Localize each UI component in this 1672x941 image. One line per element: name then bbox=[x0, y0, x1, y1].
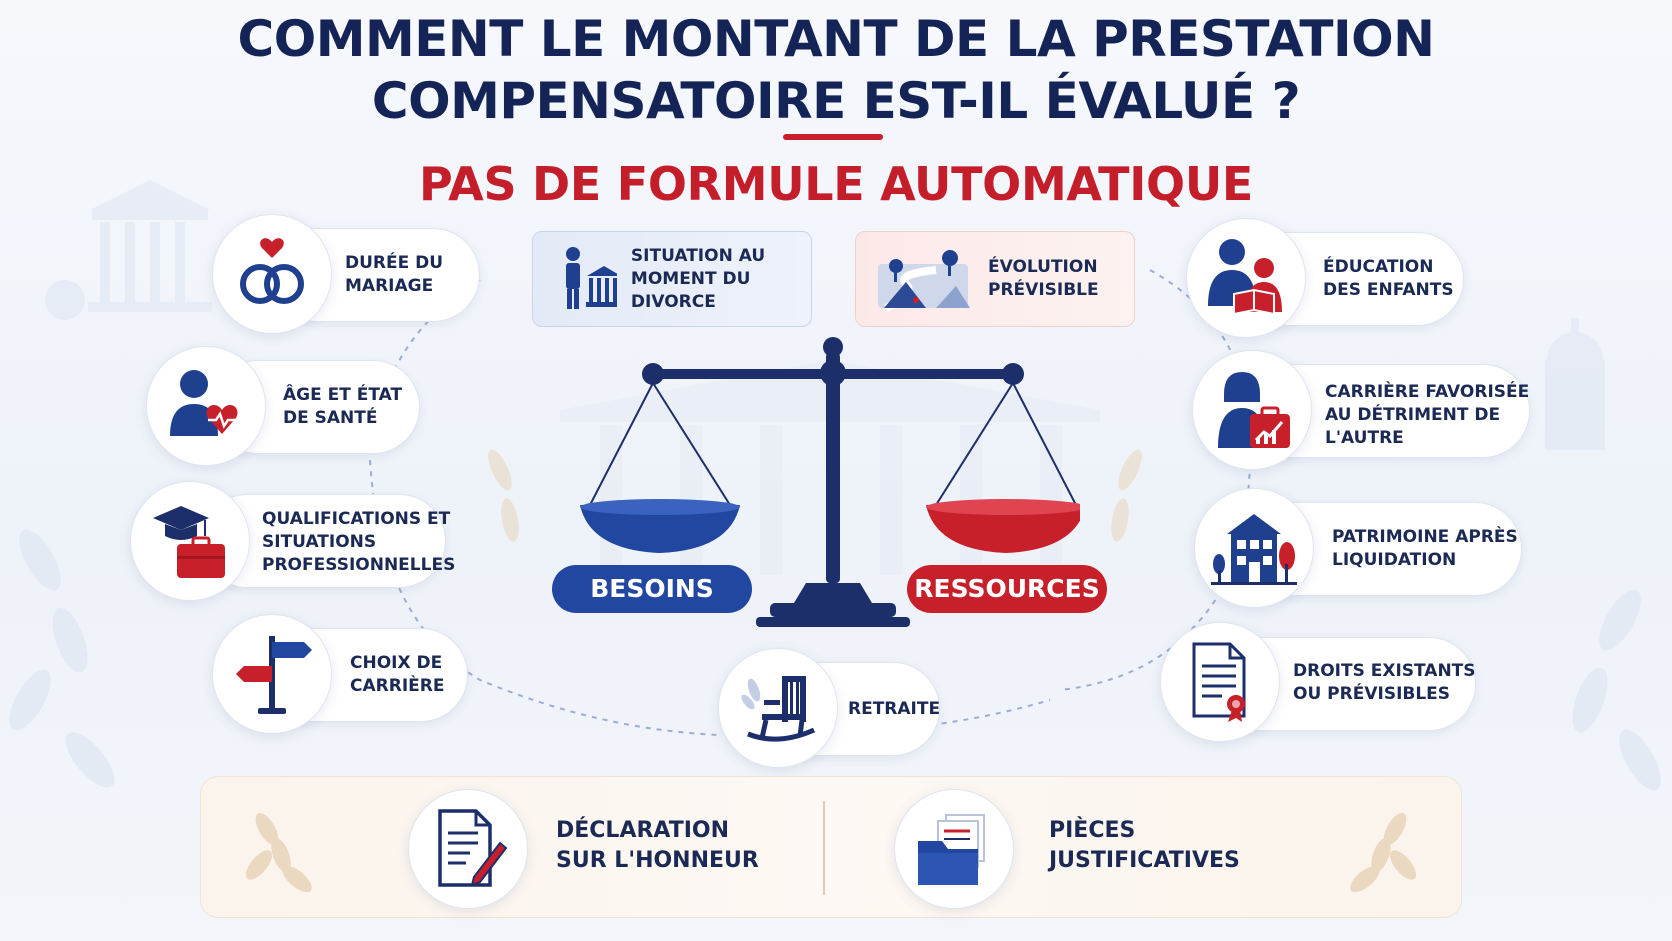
factor-choix-carriere-circle bbox=[212, 614, 332, 734]
pieces-circle bbox=[894, 789, 1014, 909]
signpost-icon bbox=[236, 636, 312, 714]
factor-education-circle bbox=[1186, 218, 1306, 338]
factor-choix-carriere-label: CHOIX DE CARRIÈRE bbox=[350, 653, 445, 696]
wedding-rings-icon bbox=[240, 238, 304, 304]
factor-carriere-favorisee-circle bbox=[1192, 350, 1312, 470]
person-health-icon bbox=[170, 370, 238, 436]
declaration-label: DÉCLARATION SUR L'HONNEUR bbox=[556, 818, 759, 873]
title-underline bbox=[783, 134, 883, 140]
page-title: COMMENT LE MONTANT DE LA PRESTATION COMP… bbox=[0, 8, 1672, 132]
certificate-icon bbox=[1192, 642, 1246, 722]
factor-age-sante-label: ÂGE ET ÉTAT DE SANTÉ bbox=[283, 385, 403, 428]
factor-duree-mariage-label: DURÉE DU MARIAGE bbox=[345, 253, 444, 296]
pieces-label: PIÈCES JUSTIFICATIVES bbox=[1049, 818, 1240, 873]
box-situation: SITUATION AU MOMENT DU DIVORCE bbox=[532, 231, 812, 327]
laurel-right-icon bbox=[1350, 812, 1417, 893]
title-line-1: COMMENT LE MONTANT DE LA PRESTATION bbox=[237, 10, 1435, 68]
factor-qualifications-circle bbox=[130, 481, 250, 601]
laurel-left-icon bbox=[245, 812, 312, 893]
factor-patrimoine-label: PATRIMOINE APRÈS LIQUIDATION bbox=[1332, 527, 1518, 570]
besoins-pill: BESOINS bbox=[552, 565, 752, 613]
subtitle: PAS DE FORMULE AUTOMATIQUE bbox=[418, 157, 1254, 211]
road-landscape-icon bbox=[878, 250, 970, 312]
bottom-panel bbox=[200, 776, 1462, 918]
box-evolution-label: ÉVOLUTION PRÉVISIBLE bbox=[988, 257, 1099, 300]
factor-age-sante-circle bbox=[146, 346, 266, 466]
declaration-circle bbox=[408, 789, 528, 909]
factor-droits-label: DROITS EXISTANTS OU PRÉVISIBLES bbox=[1293, 661, 1476, 704]
woman-career-chart-icon bbox=[1218, 372, 1290, 448]
factor-duree-mariage-circle bbox=[212, 214, 332, 334]
house-icon bbox=[1211, 514, 1297, 585]
factor-retraite-label: RETRAITE bbox=[848, 699, 941, 719]
ressources-pill: RESSOURCES bbox=[907, 565, 1107, 613]
box-situation-label: SITUATION AU MOMENT DU DIVORCE bbox=[630, 245, 766, 312]
bottom-divider bbox=[823, 801, 825, 895]
factor-education-label: ÉDUCATION DES ENFANTS bbox=[1323, 257, 1454, 300]
box-evolution: ÉVOLUTION PRÉVISIBLE bbox=[855, 231, 1135, 327]
graduation-briefcase-icon bbox=[153, 506, 225, 578]
folder-documents-icon bbox=[918, 814, 985, 885]
scale-of-justice-icon bbox=[580, 337, 1080, 627]
person-courthouse-icon bbox=[566, 247, 617, 309]
factor-droits-circle bbox=[1160, 622, 1280, 742]
factor-qualifications-label: QUALIFICATIONS ET SITUATIONS PROFESSIONN… bbox=[262, 509, 456, 575]
title-line-2: COMPENSATOIRE EST-IL ÉVALUÉ ? bbox=[371, 72, 1301, 130]
document-pen-icon bbox=[438, 809, 508, 887]
factor-carriere-favorisee-label: CARRIÈRE FAVORISÉE AU DÉTRIMENT DE L'AUT… bbox=[1325, 382, 1530, 448]
factor-patrimoine-circle bbox=[1194, 488, 1314, 608]
rocking-chair-icon bbox=[741, 676, 816, 742]
factor-retraite-circle bbox=[718, 648, 838, 768]
parent-child-reading-icon bbox=[1208, 239, 1282, 316]
